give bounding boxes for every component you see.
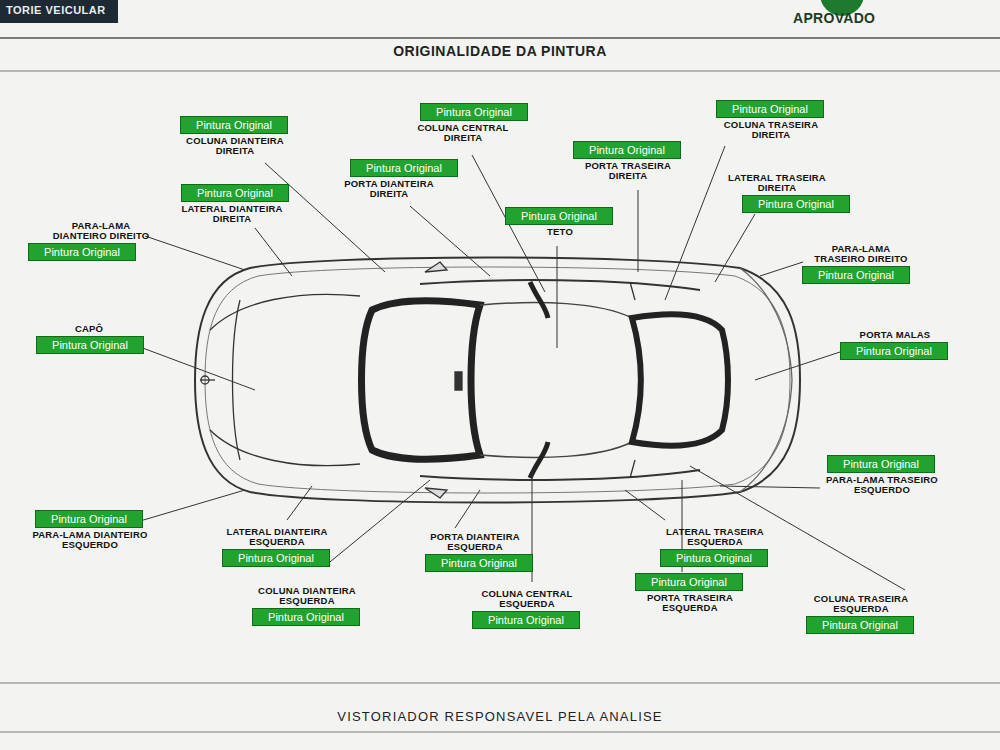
part-name: PORTA DIANTEIRA DIREITA [339,179,439,199]
part-name: LATERAL TRASEIRA ESQUERDA [653,527,778,547]
part-name: COLUNA CENTRAL DIREITA [413,123,513,143]
part-name: PORTA TRASEIRA ESQUERDA [635,593,745,613]
rule-line [0,71,1000,72]
paint-status-badge: PARA-LAMA TRASEIRO DIREITOPintura Origin… [802,266,910,284]
part-name: PARA-LAMA TRASEIRO DIREITO [806,244,916,264]
part-name: PORTA DIANTEIRA ESQUERDA [420,532,530,552]
part-name: COLUNA CENTRAL ESQUERDA [467,589,587,609]
status-text: Pintura Original [197,187,273,199]
paint-status-badge: LATERAL DIANTEIRA ESQUERDAPintura Origin… [222,549,330,567]
status-text: Pintura Original [488,614,564,626]
part-name: PORTA TRASEIRA DIREITA [578,161,678,181]
status-text: Pintura Original [238,552,314,564]
status-text: Pintura Original [521,210,597,222]
paint-status-badge: COLUNA DIANTEIRA ESQUERDAPintura Origina… [252,608,360,626]
paint-status-badge: Pintura OriginalPARA-LAMA DIANTEIRO ESQU… [35,510,143,528]
status-text: Pintura Original [818,269,894,281]
paint-status-badge: LATERAL TRASEIRA ESQUERDAPintura Origina… [660,549,768,567]
paint-status-badge: Pintura OriginalCOLUNA TRASEIRA DIREITA [716,100,824,118]
paint-status-badge: Pintura OriginalPARA-LAMA TRASEIRO ESQUE… [827,455,935,473]
leader-lines [140,146,905,590]
rule-line [0,683,1000,684]
paint-status-badge: Pintura OriginalLATERAL DIANTEIRA DIREIT… [181,184,289,202]
paint-status-badge: COLUNA TRASEIRA ESQUERDAPintura Original [806,616,914,634]
paint-status-badge: COLUNA CENTRAL ESQUERDAPintura Original [472,611,580,629]
part-name: PARA-LAMA TRASEIRO ESQUERDO [820,475,945,495]
status-text: Pintura Original [52,339,128,351]
paint-status-badge: LATERAL TRASEIRA DIREITAPintura Original [742,195,850,213]
status-text: Pintura Original [51,513,127,525]
part-name: PORTA MALAS [845,330,945,340]
paint-status-badge: Pintura OriginalCOLUNA DIANTEIRA DIREITA [180,116,288,134]
status-text: Pintura Original [758,198,834,210]
status-text: Pintura Original [589,144,665,156]
status-text: Pintura Original [676,552,752,564]
header-text: TORIE VEICULAR [6,4,106,16]
paint-status-badge: CAPÔPintura Original [36,336,144,354]
paint-status-badge: Pintura OriginalTETO [505,207,613,225]
rule-line [0,732,1000,733]
status-text: Pintura Original [856,345,932,357]
status-text: Pintura Original [196,119,272,131]
status-text: Pintura Original [441,557,517,569]
part-name: TETO [530,227,590,237]
status-text: Pintura Original [436,106,512,118]
status-text: Pintura Original [44,246,120,258]
paint-status-badge: PARA-LAMA DIANTEIRO DIREITOPintura Origi… [28,243,136,261]
status-text: Pintura Original [268,611,344,623]
rule-line [0,37,1000,39]
header-badge [0,0,118,23]
paint-status-badge: Pintura OriginalPORTA DIANTEIRA DIREITA [350,159,458,177]
part-name: PARA-LAMA DIANTEIRO DIREITO [51,221,151,241]
part-name: LATERAL DIANTEIRA DIREITA [167,204,297,224]
paint-status-badge: Pintura OriginalPORTA TRASEIRA DIREITA [573,141,681,159]
paint-status-badge: PORTA MALASPintura Original [840,342,948,360]
status-text: Pintura Original [843,458,919,470]
footer-label: VISTORIADOR RESPONSAVEL PELA ANALISE [0,709,1000,724]
status-text: Pintura Original [822,619,898,631]
part-name: COLUNA TRASEIRA ESQUERDA [801,594,921,614]
status-label: APROVADO [793,10,875,26]
status-text: Pintura Original [651,576,727,588]
status-text: Pintura Original [366,162,442,174]
status-text: Pintura Original [732,103,808,115]
part-name: CAPÔ [59,324,119,334]
part-name: COLUNA DIANTEIRA ESQUERDA [247,586,367,606]
part-name: COLUNA DIANTEIRA DIREITA [175,136,295,156]
part-name: LATERAL DIANTEIRA ESQUERDA [215,527,340,547]
car-outline [195,258,800,503]
paint-status-badge: PORTA DIANTEIRA ESQUERDAPintura Original [425,554,533,572]
part-name: PARA-LAMA DIANTEIRO ESQUERDO [28,530,153,550]
sheet-title: ORIGINALIDADE DA PINTURA [0,43,1000,59]
paint-status-badge: Pintura OriginalCOLUNA CENTRAL DIREITA [420,103,528,121]
part-name: LATERAL TRASEIRA DIREITA [727,173,827,193]
part-name: COLUNA TRASEIRA DIREITA [716,120,826,140]
paint-status-badge: Pintura OriginalPORTA TRASEIRA ESQUERDA [635,573,743,591]
